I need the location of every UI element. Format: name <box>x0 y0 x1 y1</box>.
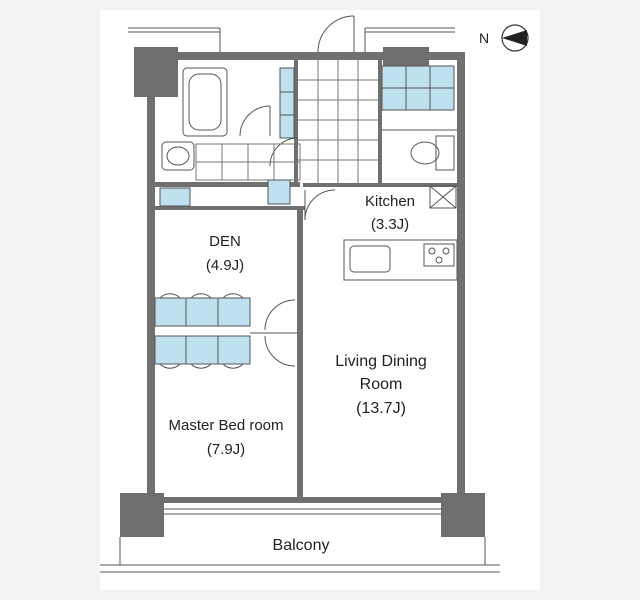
outer-walls <box>147 52 465 503</box>
den-label: DEN <box>209 233 241 250</box>
compass-north-label: N <box>478 30 490 46</box>
kitchen-counter <box>343 239 458 281</box>
balcony-label: Balcony <box>272 537 330 554</box>
closet-units <box>159 65 455 207</box>
entrance-door <box>317 15 355 53</box>
kitchen-label: Kitchen <box>364 193 416 210</box>
master-bedroom-size: (7.9J) <box>206 441 246 458</box>
balcony-window-line <box>164 508 441 515</box>
kitchen-size: (3.3J) <box>370 216 410 233</box>
washbasin <box>161 141 195 171</box>
den-closets <box>154 293 251 369</box>
tiled-area <box>195 143 301 181</box>
living-size: (13.7J) <box>356 400 406 417</box>
master-bedroom-label: Master Bed room <box>168 417 284 434</box>
living-label-line2: Room <box>359 376 403 393</box>
hallway-tiles <box>298 60 378 183</box>
inner-walls <box>155 60 457 497</box>
toilet <box>382 129 457 171</box>
pipe-space <box>429 185 457 209</box>
entry-corridor-lines <box>128 27 455 52</box>
column-bottom-left <box>120 493 164 537</box>
kitchen-door <box>304 189 336 221</box>
column-top-left <box>134 47 178 97</box>
den-size: (4.9J) <box>205 257 245 274</box>
column-bottom-right <box>441 493 485 537</box>
compass-icon <box>501 24 529 52</box>
balcony-railing <box>100 537 500 573</box>
bathtub <box>182 67 228 137</box>
bedroom-doors <box>250 299 297 367</box>
living-label-line1: Living Dining <box>335 353 427 370</box>
